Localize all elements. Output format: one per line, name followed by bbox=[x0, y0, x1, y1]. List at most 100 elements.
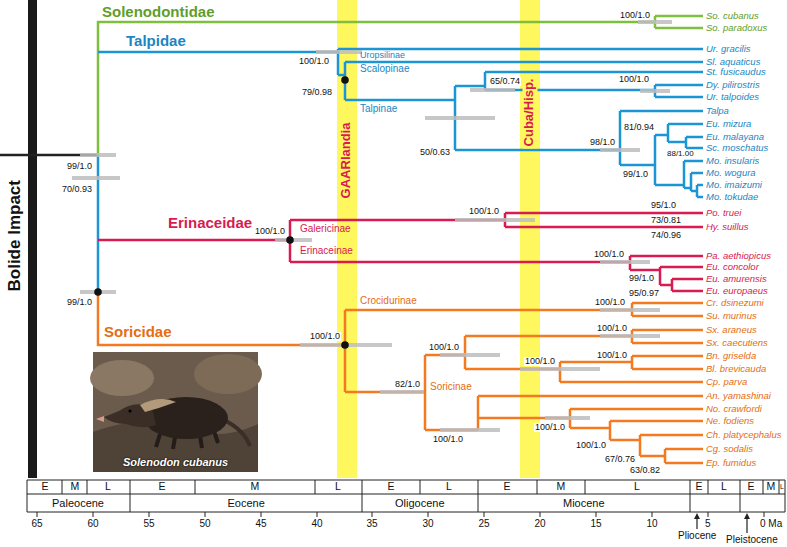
support-value: 74/0.96 bbox=[650, 231, 682, 240]
taxon-name: Mo. wogura bbox=[706, 168, 756, 178]
calibrated-node bbox=[94, 288, 102, 296]
animal-eye bbox=[128, 409, 131, 412]
time-tick-label: 15 bbox=[591, 518, 602, 530]
time-tick-label: 5 bbox=[705, 518, 711, 530]
epoch-name: Oligocene bbox=[395, 497, 445, 510]
taxon-name: Eu. concolor bbox=[706, 262, 759, 272]
impact-marker: Bolide Impact bbox=[0, 0, 37, 478]
taxon-name: Mo. insularis bbox=[706, 156, 759, 166]
time-tick-label: 45 bbox=[256, 518, 267, 530]
family-name: Erinaceidae bbox=[168, 214, 252, 231]
support-value: 100/1.0 bbox=[618, 75, 650, 84]
support-value: 95/0.97 bbox=[628, 289, 660, 298]
support-value: 81/0.94 bbox=[623, 123, 655, 132]
support-value: 98/1.0 bbox=[589, 138, 616, 147]
time-subdivision: M bbox=[71, 481, 80, 493]
support-value: 50/0.63 bbox=[419, 148, 451, 157]
family-name: Solenodontidae bbox=[102, 3, 215, 20]
event-band-fill bbox=[337, 0, 357, 478]
subfamily-name: Galericinae bbox=[300, 223, 351, 235]
support-value: 100/1.0 bbox=[619, 11, 651, 20]
time-subdivision: E bbox=[42, 481, 49, 493]
event-band: Cuba/Hisp. bbox=[520, 0, 540, 478]
taxon-name: Ch. platycephalus bbox=[706, 430, 782, 440]
support-value: 99/1.0 bbox=[66, 162, 93, 171]
time-subdivision: E bbox=[504, 481, 511, 493]
support-value: 95/1.0 bbox=[650, 201, 677, 210]
taxon-name: Bn. griselda bbox=[706, 351, 756, 361]
epoch-name: Pleistocene bbox=[726, 534, 778, 546]
animal-fur-patch bbox=[140, 399, 176, 412]
age-interval-bars bbox=[72, 22, 672, 430]
time-ticks bbox=[37, 512, 764, 517]
support-value: 65/0.74 bbox=[489, 77, 521, 86]
time-subdivision: E bbox=[388, 481, 395, 493]
taxon-name: Dy. pilirostris bbox=[706, 80, 760, 90]
family-name: Soricidae bbox=[104, 323, 172, 340]
subfamily-name: Soricinae bbox=[430, 381, 472, 393]
taxon-name: No. crawfordi bbox=[706, 404, 762, 414]
time-subdivision: E bbox=[696, 481, 703, 493]
support-value: 99/1.0 bbox=[622, 170, 649, 179]
taxon-name: Eu. europaeus bbox=[706, 286, 768, 296]
taxon-name: Mo. imaizumi bbox=[706, 180, 762, 190]
event-label: GAARlandia bbox=[339, 120, 354, 200]
solenodon-photo bbox=[90, 352, 262, 472]
time-tick-label: 35 bbox=[367, 518, 378, 530]
event-band: GAARlandia bbox=[337, 0, 357, 478]
taxon-name: Eu. malayana bbox=[706, 132, 764, 142]
subfamily-name: Talpinae bbox=[360, 103, 397, 115]
photo-caption: Solenodon cubanus bbox=[123, 456, 228, 469]
support-value: 100/1.0 bbox=[254, 227, 286, 236]
support-value: 100/1.0 bbox=[468, 207, 500, 216]
epoch-name: Eocene bbox=[228, 497, 265, 510]
time-subdivision: M bbox=[251, 481, 260, 493]
calibrated-node bbox=[341, 341, 349, 349]
photo-rock bbox=[90, 360, 154, 396]
time-subdivision: L bbox=[446, 481, 452, 493]
time-subdivision: L bbox=[721, 481, 727, 493]
subfamily-name: Crocidurinae bbox=[360, 295, 417, 307]
time-subdivision: L bbox=[780, 483, 784, 491]
time-tick-label: 20 bbox=[535, 518, 546, 530]
subfamily-name: Scalopinae bbox=[360, 63, 409, 75]
soricidae-branches bbox=[98, 292, 703, 463]
taxon-name: Hy. suillus bbox=[706, 222, 749, 232]
photo-panel: Solenodon cubanus bbox=[93, 352, 258, 472]
taxon-name: Ur. gracilis bbox=[706, 44, 751, 54]
support-value: 67/0.76 bbox=[604, 455, 636, 464]
time-tick-label: 60 bbox=[88, 518, 99, 530]
taxon-name: So. paradoxus bbox=[706, 23, 767, 33]
taxon-name: Bl. brevicauda bbox=[706, 364, 766, 374]
taxon-name: Sl. aquaticus bbox=[706, 57, 760, 67]
calibrated-node bbox=[341, 76, 349, 84]
photo-rock bbox=[194, 354, 262, 394]
epoch-pointer-head bbox=[694, 513, 750, 519]
support-value: 100/1.0 bbox=[596, 351, 628, 360]
support-value: 100/1.0 bbox=[534, 423, 566, 432]
time-subdivision: L bbox=[105, 481, 111, 493]
time-tick-label: 65 bbox=[32, 518, 43, 530]
support-value: 100/1.0 bbox=[593, 250, 625, 259]
time-scale-frame bbox=[27, 480, 785, 512]
taxon-name: Ne. fodiens bbox=[706, 416, 754, 426]
time-tick-label: 0 Ma bbox=[760, 518, 782, 530]
time-tick-label: 10 bbox=[647, 518, 658, 530]
taxon-name: An. yamashinai bbox=[706, 391, 771, 401]
time-tick-label: 30 bbox=[423, 518, 434, 530]
support-value: 70/0.93 bbox=[61, 185, 93, 194]
support-value: 100/1.0 bbox=[596, 324, 628, 333]
time-subdivision: M bbox=[557, 481, 566, 493]
support-value: 63/0.82 bbox=[629, 466, 661, 475]
taxon-name: Cr. dsinezumi bbox=[706, 298, 764, 308]
time-tick-label: 25 bbox=[479, 518, 490, 530]
taxon-name: Cg. sodalis bbox=[706, 444, 753, 454]
support-value: 100/1.0 bbox=[428, 343, 460, 352]
time-tick-label: 40 bbox=[312, 518, 323, 530]
support-value: 99/1.0 bbox=[66, 298, 93, 307]
subfamily-name: Uropsilinae bbox=[360, 51, 405, 60]
impact-bar bbox=[28, 0, 37, 478]
taxon-name: Sx. caecutiens bbox=[706, 338, 768, 348]
